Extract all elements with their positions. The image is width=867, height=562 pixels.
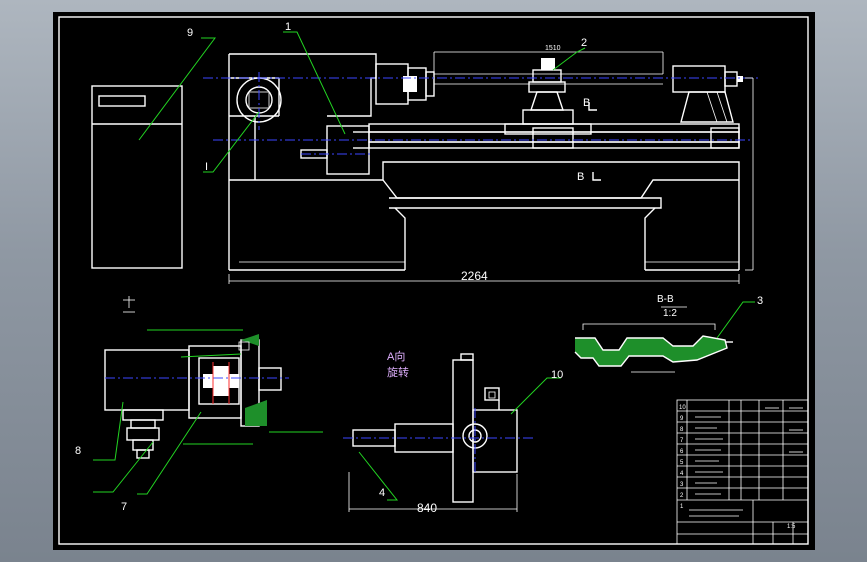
- tb-row-6: 6: [680, 449, 684, 455]
- leader-lines-detail: [93, 329, 323, 495]
- tb-scale: 1:5: [787, 524, 796, 530]
- section-bb-view: [574, 306, 733, 373]
- tb-row-5: 5: [680, 460, 684, 466]
- lathe-main-view: [203, 51, 761, 284]
- tb-row-2: 2: [680, 493, 684, 499]
- carriage-view: [343, 353, 533, 512]
- balloon-detail-i: I: [205, 161, 208, 173]
- tb-row-8: 8: [680, 427, 684, 433]
- cabinet-view: [91, 85, 183, 269]
- section-scale: 1:2: [663, 308, 677, 319]
- tb-row-1: 1: [680, 504, 684, 510]
- view-note-line2: 旋转: [387, 365, 409, 379]
- drawing-border: [58, 16, 809, 545]
- tb-row-4: 4: [680, 471, 684, 477]
- balloon-9: 9: [187, 27, 193, 39]
- tb-row-9: 9: [680, 416, 684, 422]
- view-note-line1: A向: [387, 349, 405, 363]
- title-block-row-numbers: 10 9 8 7 6 5 4 3 2 1 1:5: [679, 405, 796, 530]
- tb-row-3: 3: [680, 482, 684, 488]
- balloon-7: 7: [121, 501, 127, 513]
- cad-drawing: 9 1 2 I 1510 B B 2264 8 7: [58, 16, 809, 545]
- title-block: [676, 399, 809, 545]
- balloon-10: 10: [551, 369, 563, 381]
- dim-tool-post-gap: 1510: [545, 45, 561, 52]
- leader-lines-carriage: [358, 377, 561, 501]
- balloon-8: 8: [75, 445, 81, 457]
- dim-lathe-length: 2264: [461, 269, 488, 283]
- leader-lines-main: [138, 31, 586, 173]
- dim-carriage-length: 840: [417, 501, 437, 515]
- balloon-3: 3: [757, 295, 763, 307]
- balloon-1: 1: [285, 21, 291, 33]
- section-marker-upper: B: [583, 97, 590, 109]
- section-label: B-B: [657, 294, 674, 305]
- tb-row-10: 10: [679, 405, 686, 411]
- balloon-2: 2: [581, 37, 587, 49]
- tb-row-7: 7: [680, 438, 684, 444]
- section-marker-lower: B: [577, 171, 584, 183]
- leader-3: [716, 301, 755, 339]
- balloon-4: 4: [379, 487, 385, 499]
- drawing-frame: 9 1 2 I 1510 B B 2264 8 7: [53, 12, 815, 550]
- spindle-detail-view: [104, 296, 289, 459]
